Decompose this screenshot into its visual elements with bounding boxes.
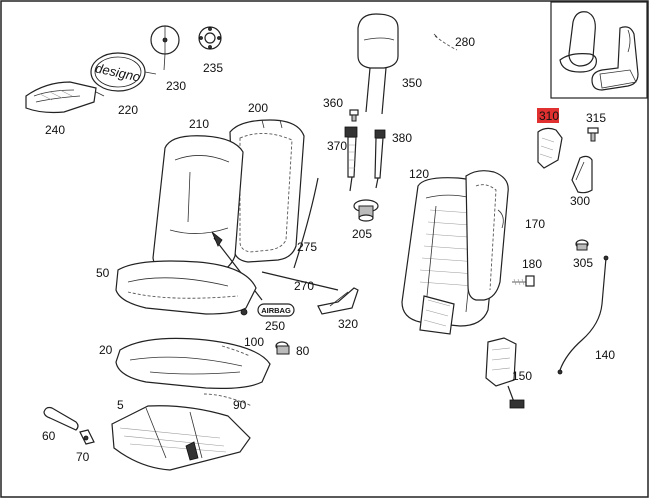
label-150[interactable]: 150 [512, 369, 532, 383]
label-180[interactable]: 180 [522, 257, 542, 271]
part-5-seat-frame [111, 405, 251, 471]
label-275[interactable]: 275 [297, 240, 317, 254]
part-275-wire [293, 177, 319, 269]
part-315-screw [587, 127, 599, 142]
part-205-knob [353, 199, 379, 222]
part-170-side-frame [465, 170, 509, 301]
part-380-guide [374, 129, 386, 189]
part-140-cable [557, 255, 609, 375]
label-140[interactable]: 140 [595, 348, 615, 362]
label-220[interactable]: 220 [118, 103, 138, 117]
label-20[interactable]: 20 [99, 343, 113, 357]
part-310-trim-panel [537, 127, 563, 169]
part-270-rod [261, 271, 339, 291]
part-180-bolt [512, 275, 535, 287]
label-170[interactable]: 170 [525, 217, 545, 231]
label-370[interactable]: 370 [327, 139, 347, 153]
part-labels: 280 235 230 220 240 350 360 370 380 200 … [42, 35, 615, 464]
label-360[interactable]: 360 [323, 96, 343, 110]
part-100-wire [221, 345, 251, 357]
label-210[interactable]: 210 [189, 117, 209, 131]
label-305[interactable]: 305 [573, 256, 593, 270]
label-300[interactable]: 300 [570, 194, 590, 208]
part-300-cover [571, 155, 593, 194]
label-235[interactable]: 235 [203, 61, 223, 75]
part-200-backrest-cover [229, 119, 305, 263]
part-305-nut [575, 239, 589, 251]
label-270[interactable]: 270 [294, 279, 314, 293]
label-80[interactable]: 80 [296, 344, 310, 358]
label-50[interactable]: 50 [96, 266, 110, 280]
highlight-310 [537, 108, 559, 123]
label-280[interactable]: 280 [455, 35, 475, 49]
part-80-plug [275, 341, 290, 355]
label-320[interactable]: 320 [338, 317, 358, 331]
label-350[interactable]: 350 [402, 76, 422, 90]
label-120[interactable]: 120 [409, 167, 429, 181]
part-240-bracket [25, 81, 105, 114]
label-90[interactable]: 90 [233, 398, 247, 412]
part-230-disc [150, 25, 180, 71]
part-60-pin [43, 406, 79, 431]
part-320-bracket [317, 287, 359, 315]
part-280-wire [433, 33, 458, 51]
label-70[interactable]: 70 [76, 450, 90, 464]
part-220-designo-emblem: designo [90, 52, 157, 92]
part-20-seat-cushion [115, 337, 271, 389]
label-5[interactable]: 5 [117, 398, 124, 412]
airbag-tag-text: AIRBAG [261, 306, 291, 315]
label-100[interactable]: 100 [244, 335, 264, 349]
label-315[interactable]: 315 [586, 111, 606, 125]
part-50-seat-cover [115, 260, 257, 316]
part-370-guide [344, 126, 358, 192]
part-360-screw [349, 109, 359, 122]
label-310[interactable]: 310 [539, 109, 559, 123]
label-205[interactable]: 205 [352, 227, 372, 241]
part-235-ring [198, 26, 222, 50]
label-60[interactable]: 60 [42, 429, 56, 443]
part-90-line [203, 393, 253, 407]
label-200[interactable]: 200 [248, 101, 268, 115]
label-230[interactable]: 230 [166, 79, 186, 93]
label-240[interactable]: 240 [45, 123, 65, 137]
part-70-clip [79, 429, 95, 445]
part-350-headrest [357, 13, 399, 115]
part-150-motor [485, 337, 525, 409]
overview-inset [550, 1, 648, 99]
part-250-airbag-tag: AIRBAG [257, 303, 295, 317]
label-250[interactable]: 250 [265, 319, 285, 333]
label-380[interactable]: 380 [392, 131, 412, 145]
